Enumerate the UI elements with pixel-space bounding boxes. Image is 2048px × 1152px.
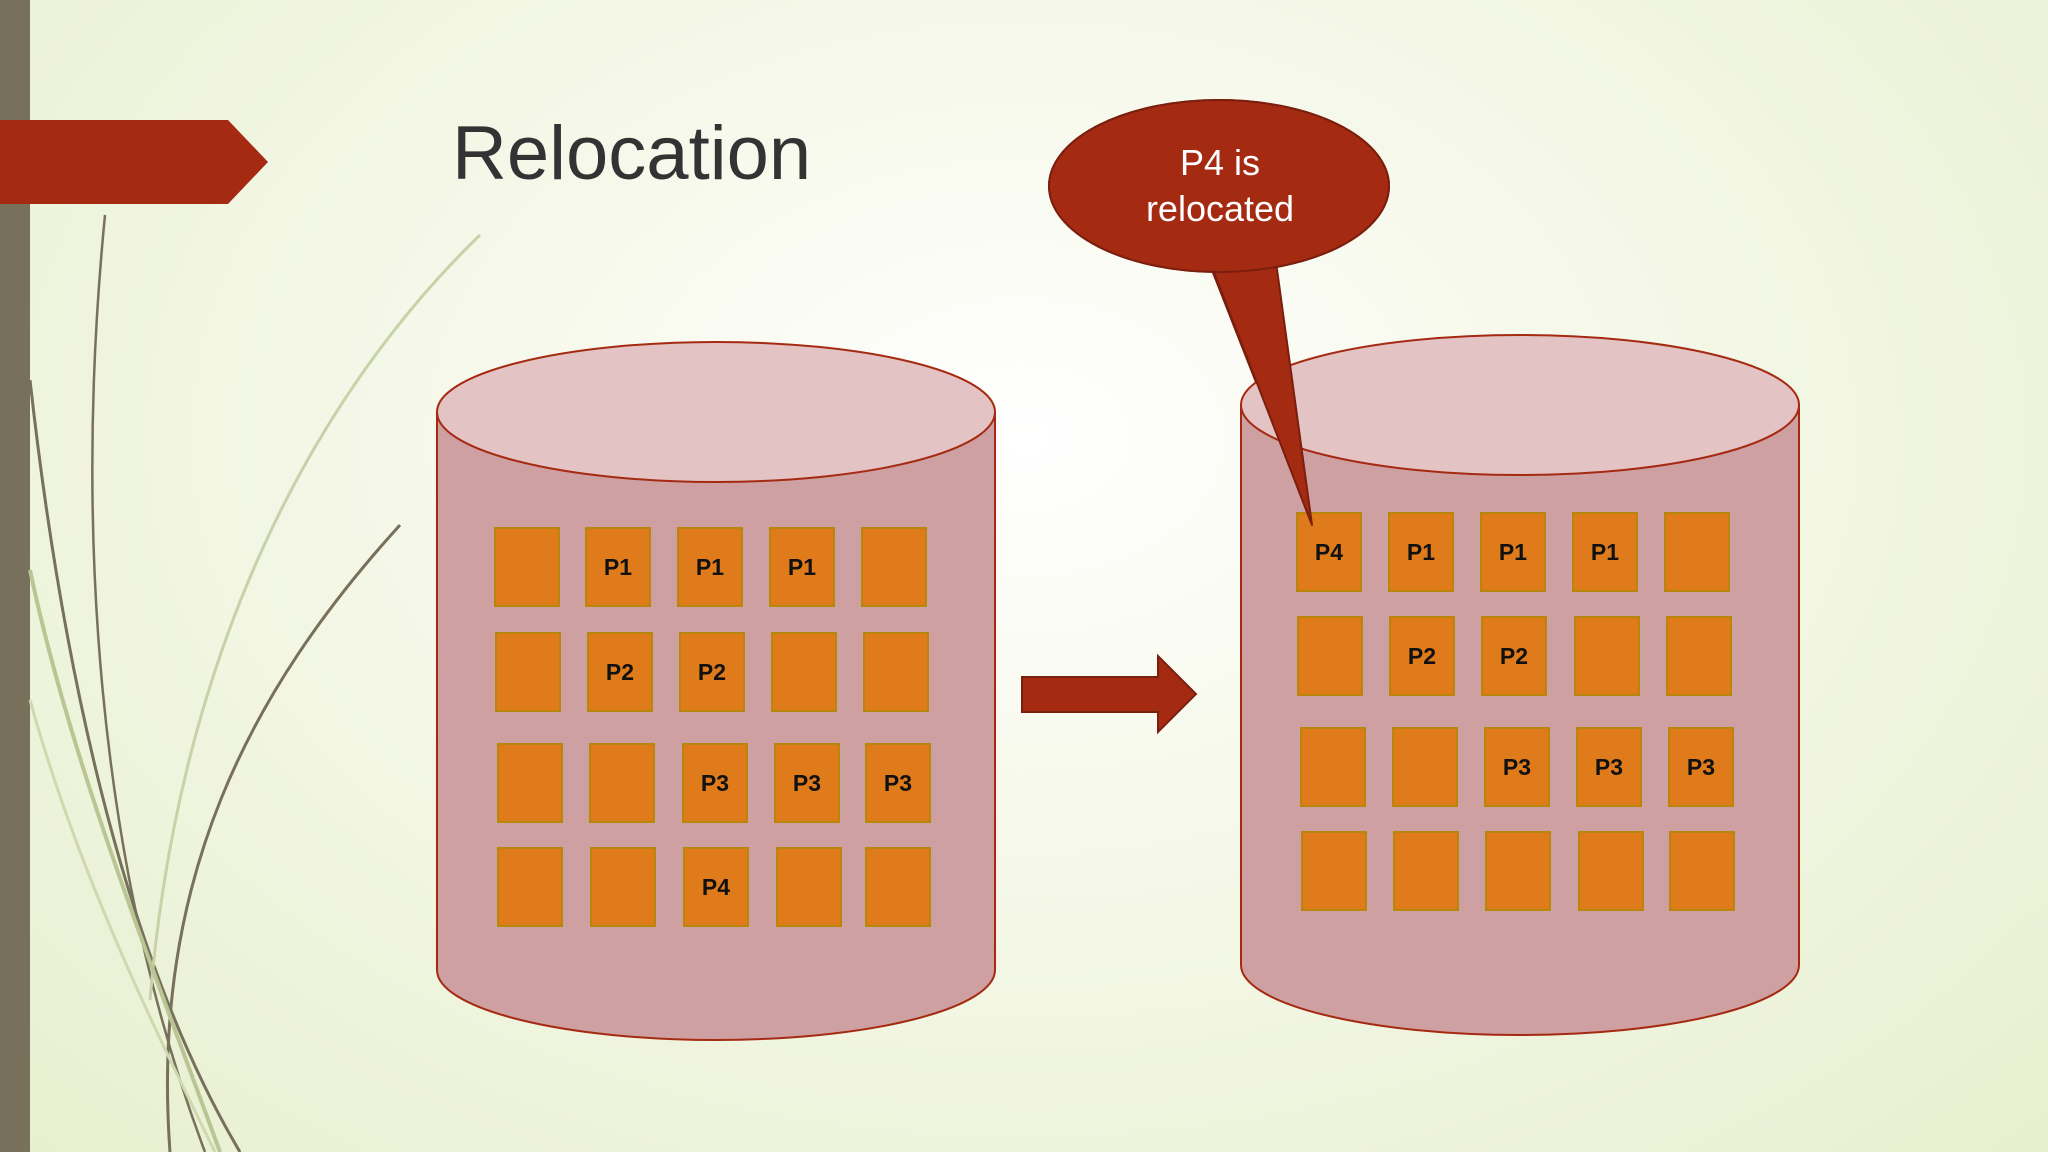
before-block-label: P3 [793,770,821,796]
after-block-r4-c4 [1578,831,1644,911]
before-block-r1-c5 [861,527,927,607]
after-block-r1-c1 [1296,512,1362,592]
after-block-r4-c2 [1393,831,1459,911]
before-block-r4-c1 [497,847,563,927]
callout-line-2: relocated [1145,188,1295,229]
after-block-r3-c2 [1392,727,1458,807]
before-block-r2-c3 [679,632,745,712]
callout-text: P4 is relocated [1060,140,1380,232]
before-block-r2-c4 [771,632,837,712]
callout-line-1: P4 is [1179,142,1261,183]
title-tab-shape [0,120,268,204]
before-block-r4-c4 [776,847,842,927]
after-block-r1-c5 [1664,512,1730,592]
speech-bubble-body [1048,99,1390,273]
before-block-r2-c5 [863,632,929,712]
after-block-label: P1 [1407,539,1435,565]
after-block-label: P3 [1687,754,1715,780]
before-block-label: P3 [701,770,729,796]
after-block-r4-c1 [1301,831,1367,911]
before-block-r2-c1 [495,632,561,712]
slide-title: Relocation [452,111,812,196]
before-block-r4-c5 [865,847,931,927]
after-block-label: P2 [1408,643,1436,669]
after-block-r4-c3 [1485,831,1551,911]
after-block-r4-c5 [1669,831,1735,911]
after-block-label: P1 [1499,539,1527,565]
before-block-label: P2 [698,659,726,685]
before-block-r3-c1 [497,743,563,823]
after-block-label: P3 [1503,754,1531,780]
after-block-r1-c4 [1572,512,1638,592]
before-block-r3-c4 [774,743,840,823]
after-block-label: P4 [1315,539,1343,565]
before-block-label: P1 [604,554,632,580]
after-block-r1-c3 [1480,512,1546,592]
after-block-r2-c5 [1666,616,1732,696]
before-block-label: P1 [788,554,816,580]
right-arrow-icon [1021,653,1198,735]
before-block-r1-c3 [677,527,743,607]
after-block-label: P1 [1591,539,1619,565]
before-block-r4-c3 [683,847,749,927]
decorative-curves [28,214,482,1152]
after-block-r1-c2 [1388,512,1454,592]
after-block-r2-c1 [1297,616,1363,696]
before-block-label: P3 [884,770,912,796]
after-block-r3-c3 [1484,727,1550,807]
after-block-label: P3 [1595,754,1623,780]
before-block-label: P1 [696,554,724,580]
before-block-r3-c5 [865,743,931,823]
after-block-r2-c2 [1389,616,1455,696]
before-block-r1-c1 [494,527,560,607]
after-block-r3-c4 [1576,727,1642,807]
before-block-r3-c2 [589,743,655,823]
after-block-r2-c3 [1481,616,1547,696]
before-block-r3-c3 [682,743,748,823]
before-block-r1-c2 [585,527,651,607]
after-block-r3-c1 [1300,727,1366,807]
after-block-r3-c5 [1668,727,1734,807]
before-block-label: P2 [606,659,634,685]
before-block-r1-c4 [769,527,835,607]
after-block-label: P2 [1500,643,1528,669]
before-block-r4-c2 [590,847,656,927]
before-block-label: P4 [702,874,730,900]
before-block-r2-c2 [587,632,653,712]
after-block-r2-c4 [1574,616,1640,696]
